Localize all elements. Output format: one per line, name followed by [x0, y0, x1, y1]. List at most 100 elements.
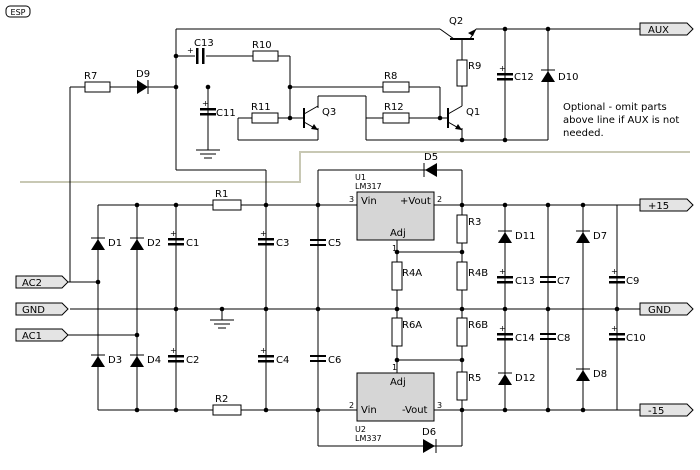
diode-d12: D12	[498, 372, 535, 385]
svg-text:+: +	[611, 267, 618, 276]
junction-dots	[95, 202, 620, 413]
diode-d3: D3	[91, 354, 122, 367]
resistor-r6b: R6B	[456, 317, 488, 347]
note-line-1: Optional - omit parts	[563, 102, 667, 113]
svg-text:D4: D4	[147, 355, 161, 366]
capacitor-c11: + C11	[200, 99, 236, 119]
svg-text:+: +	[260, 346, 267, 355]
svg-text:C4: C4	[276, 355, 289, 366]
u1-vin-label: Vin	[361, 196, 377, 207]
transistor-q2: Q2	[439, 16, 477, 40]
svg-text:C2: C2	[186, 355, 199, 366]
svg-text:R8: R8	[384, 71, 397, 82]
svg-text:+: +	[187, 46, 194, 55]
diode-d11: D11	[498, 230, 535, 243]
diode-d10: D10	[541, 69, 578, 83]
svg-text:+15: +15	[648, 201, 669, 212]
port-ac2: AC2	[15, 275, 69, 289]
svg-text:C7: C7	[557, 276, 570, 287]
capacitor-c14: + C14	[497, 324, 535, 344]
capacitor-c5: C5	[310, 238, 341, 249]
svg-text:R2: R2	[215, 394, 228, 405]
capacitor-c2: + C2	[168, 346, 199, 366]
svg-text:+: +	[170, 346, 177, 355]
svg-text:D9: D9	[136, 69, 150, 80]
svg-text:C13: C13	[515, 276, 535, 287]
u2-vout-label: -Vout	[402, 405, 428, 416]
resistor-r11: R11	[251, 102, 279, 124]
capacitor-c13-main: + C13	[497, 267, 535, 287]
svg-text:C14: C14	[515, 333, 535, 344]
u1-pin-in: 3	[349, 195, 354, 204]
u2-pin-in: 2	[349, 401, 354, 410]
ground-symbol-main	[210, 319, 234, 329]
capacitor-c4: + C4	[258, 346, 289, 366]
transistor-q3: Q3	[303, 105, 336, 131]
svg-text:R9: R9	[468, 61, 481, 72]
diode-d2: D2	[130, 237, 161, 250]
resistor-r10: R10	[252, 40, 279, 62]
svg-text:R5: R5	[468, 373, 481, 384]
svg-text:R6B: R6B	[468, 320, 488, 331]
diode-d6: D6	[422, 427, 437, 453]
regulator-u1: Vin +Vout Adj U1 LM317 3 2 1	[349, 173, 442, 253]
diode-d4: D4	[130, 354, 161, 367]
capacitor-c13-aux: + C13	[187, 38, 214, 64]
capacitor-c9: + C9	[609, 267, 639, 287]
regulator-u2: Adj Vin -Vout U2 LM337 2 3 1	[349, 363, 442, 443]
resistor-r9: R9	[456, 59, 481, 87]
resistor-r1: R1	[212, 189, 242, 211]
svg-text:D11: D11	[515, 231, 535, 242]
svg-text:D3: D3	[108, 355, 122, 366]
capacitor-c10: + C10	[609, 324, 646, 344]
note-line-2: above line if AUX is not	[563, 115, 679, 126]
resistor-r7: R7	[84, 71, 111, 93]
u1-vout-label: +Vout	[400, 196, 431, 207]
svg-text:R10: R10	[252, 40, 272, 51]
svg-text:D1: D1	[108, 238, 122, 249]
resistor-r5: R5	[456, 371, 481, 401]
optional-section-boundary	[20, 151, 690, 183]
aux-junction-dots	[173, 26, 551, 143]
note-line-3: needed.	[563, 128, 604, 139]
svg-text:Q1: Q1	[466, 107, 480, 118]
svg-text:Q2: Q2	[449, 16, 463, 27]
svg-text:D7: D7	[593, 231, 607, 242]
svg-text:D12: D12	[515, 373, 535, 384]
svg-text:C1: C1	[186, 238, 199, 249]
svg-text:D6: D6	[422, 427, 436, 438]
svg-text:+: +	[499, 64, 506, 73]
ground-symbol-aux	[196, 149, 220, 159]
svg-text:R4A: R4A	[402, 268, 422, 279]
resistor-r3: R3	[456, 214, 481, 244]
diode-d7: D7	[576, 230, 607, 243]
svg-text:C9: C9	[626, 276, 639, 287]
svg-text:+: +	[611, 324, 618, 333]
svg-text:R12: R12	[384, 102, 404, 113]
diode-d5: D5	[423, 152, 438, 177]
port-plus15: +15	[639, 198, 694, 212]
u2-pin-out: 3	[437, 401, 442, 410]
svg-text:C13: C13	[194, 38, 214, 49]
capacitor-c7: C7	[540, 276, 570, 287]
optional-note: Optional - omit parts above line if AUX …	[563, 102, 679, 139]
u1-part: LM317	[355, 182, 382, 191]
esp-logo: ESP	[5, 5, 31, 18]
svg-text:C5: C5	[328, 238, 341, 249]
diode-d1: D1	[91, 237, 122, 250]
capacitor-c6: C6	[310, 355, 341, 366]
svg-text:D2: D2	[147, 238, 161, 249]
u1-ref: U1	[355, 173, 366, 182]
svg-text:+: +	[499, 324, 506, 333]
transistor-q1: Q1	[447, 105, 480, 131]
svg-text:GND: GND	[22, 305, 45, 316]
diode-d8: D8	[576, 368, 607, 381]
resistor-r8: R8	[382, 71, 410, 93]
svg-text:AC1: AC1	[22, 331, 42, 342]
diode-d9: D9	[136, 69, 150, 94]
u2-adj-label: Adj	[390, 377, 406, 388]
u2-ref: U2	[355, 425, 366, 434]
svg-text:AUX: AUX	[648, 25, 669, 36]
svg-text:C6: C6	[328, 355, 341, 366]
